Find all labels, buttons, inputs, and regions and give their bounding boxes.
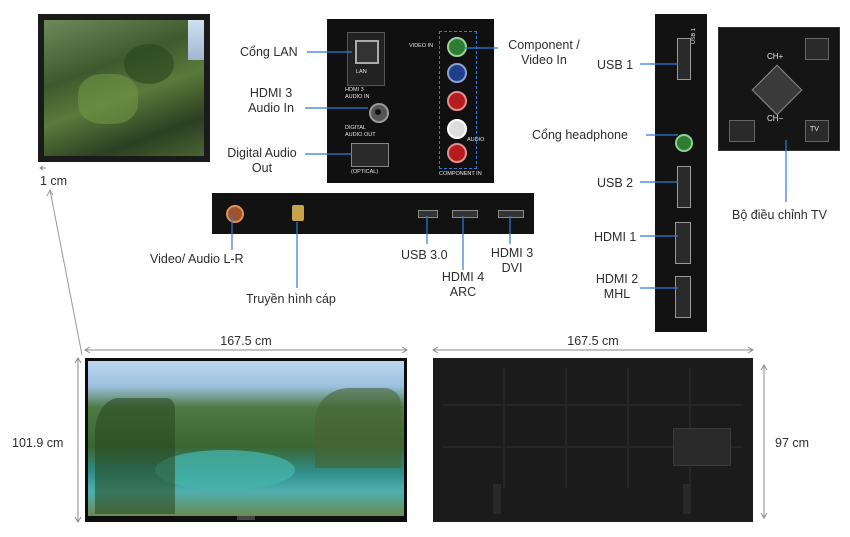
headphone-jack [675,134,693,152]
ch-minus-label: CH− [767,114,784,123]
lan-port-label: LAN [356,69,367,75]
label-usb1: USB 1 [597,58,634,72]
video-audio-jack [226,205,244,223]
lan-port: LAN [347,32,385,86]
label-headphone: Cổng headphone [532,128,628,142]
rear-connector-panel: LAN HDMI 3 AUDIO IN DIGITAL AUDIO OUT (O… [327,19,494,183]
back-width-label: 167.5 cm [567,334,619,348]
hdmi3-dvi-port [498,210,524,218]
tv-button-label: TV [810,126,819,133]
hdmi4-port [452,210,478,218]
label-digital-audio-line2: Out [251,161,273,175]
label-component-line1: Component / [508,38,580,52]
tv-front-stand [237,516,255,520]
label-digital-audio: Digital Audio Out [218,146,306,176]
label-video-audio: Video/ Audio L-R [150,252,244,266]
input-button [729,120,755,142]
label-usb2: USB 2 [597,176,634,190]
back-height-label: 97 cm [775,436,810,450]
hdmi3-audio-label-2: AUDIO IN [345,94,370,100]
usb2-port [677,166,691,208]
hdmi3-audio-jack: HDMI 3 AUDIO IN [341,85,393,131]
digital-audio-label-2: AUDIO OUT [345,132,376,138]
hdmi1-port [675,222,691,264]
ch-plus-label: CH+ [767,52,784,61]
label-usb3: USB 3.0 [401,248,448,262]
label-tv-control: Bộ điều chỉnh TV [732,208,827,222]
side-connector-strip: USB 1 [655,14,707,332]
optical-label: (OPTICAL) [351,169,379,175]
usb1-port [677,38,691,80]
label-hdmi3-audio: HDMI 3 Audio In [238,86,304,116]
label-digital-audio-line1: Digital Audio [227,146,297,160]
label-hdmi4-line2: ARC [449,285,477,299]
bottom-connector-strip [212,193,534,234]
label-component: Component / Video In [498,38,590,68]
usb3-port [418,210,438,218]
power-button [805,38,829,60]
label-lan: Cổng LAN [240,45,298,59]
component-in-label: COMPONENT IN [439,171,482,177]
label-hdmi2-line2: MHL [603,287,631,301]
label-hdmi3-dvi-line1: HDMI 3 [490,246,534,260]
component-video-port: VIDEO IN AUDIO COMPONENT IN [405,29,489,179]
front-height-label: 101.9 cm [12,436,64,450]
label-component-line2: Video In [521,53,567,67]
digital-audio-label-1: DIGITAL [345,125,366,131]
label-hdmi3-audio-line2: Audio In [248,101,294,115]
label-hdmi3-dvi: HDMI 3 DVI [484,246,540,276]
audio-label: AUDIO [467,137,485,143]
label-hdmi4: HDMI 4 ARC [435,270,491,300]
corner-dimension: 1 cm [40,174,68,188]
label-hdmi2: HDMI 2 MHL [590,272,644,302]
tv-back [433,358,753,522]
hdmi3-audio-label-1: HDMI 3 [345,87,364,93]
label-cable: Truyền hình cáp [246,292,336,306]
corner-thumbnail [38,14,210,162]
label-hdmi3-dvi-line2: DVI [501,261,523,275]
hdmi2-port [675,276,691,318]
label-hdmi4-line1: HDMI 4 [441,270,485,284]
tv-button: TV [805,120,829,142]
tv-control-panel: TV CH+ CH− [718,27,840,151]
video-in-label: VIDEO IN [409,43,434,49]
label-hdmi2-line1: HDMI 2 [595,272,639,286]
cable-connector [292,205,304,221]
front-width-label: 167.5 cm [220,334,272,348]
tv-front [85,358,407,522]
label-hdmi3-audio-line1: HDMI 3 [249,86,293,100]
optical-port: DIGITAL AUDIO OUT (OPTICAL) [341,125,399,179]
label-hdmi1: HDMI 1 [594,230,637,244]
